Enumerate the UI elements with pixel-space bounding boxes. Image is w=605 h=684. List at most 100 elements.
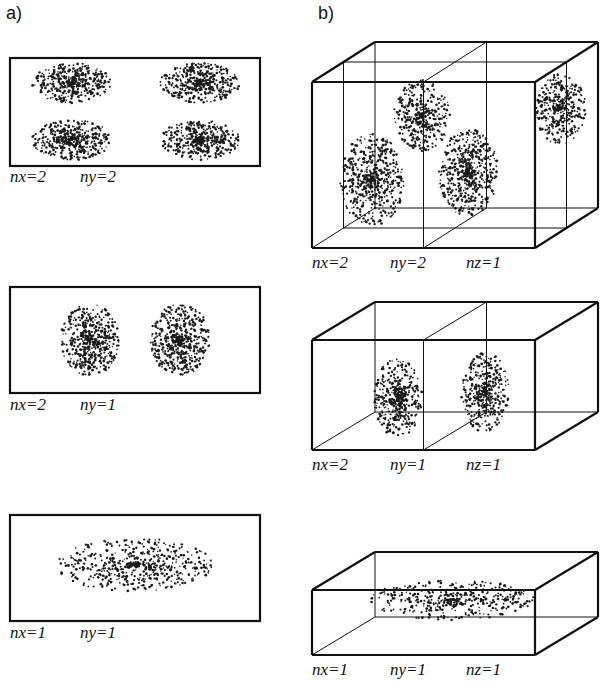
box-edge (312, 617, 375, 655)
stipple-dot (59, 77, 62, 80)
stipple-dot (60, 67, 62, 69)
stipple-dot (174, 131, 177, 134)
stipple-dot (94, 345, 96, 347)
stipple-dot (200, 93, 202, 95)
stipple-dot (210, 76, 212, 78)
stipple-dot (54, 122, 57, 125)
stipple-dot (61, 75, 62, 76)
stipple-dot (76, 74, 78, 76)
stipple-dot (66, 133, 68, 135)
stipple-dot (165, 78, 167, 80)
stipple-dot (65, 77, 67, 79)
stipple-dot (171, 95, 173, 97)
stipple-dot (96, 80, 99, 83)
stipple-dot (176, 134, 178, 136)
stipple-dot (200, 156, 202, 158)
stipple-dot (191, 83, 193, 85)
stipple-dot (65, 156, 67, 158)
stipple-dot (78, 140, 80, 142)
stipple-dot (61, 94, 63, 96)
stipple-dot (58, 67, 61, 70)
stipple-dot (176, 146, 178, 148)
stipple-dot (71, 102, 74, 105)
stipple-dot (219, 90, 222, 93)
stipple-dot (56, 136, 58, 138)
stipple-dot (187, 148, 189, 150)
stipple-dot (79, 358, 81, 360)
stipple-dot (216, 149, 218, 151)
stipple-dot (87, 351, 89, 353)
stipple-dot (211, 130, 212, 131)
stipple-dot (47, 98, 49, 100)
stipple-dot (237, 85, 240, 88)
stipple-dot (170, 131, 173, 134)
stipple-dot (87, 121, 89, 123)
stipple-dot (55, 151, 57, 153)
stipple-dot (72, 85, 75, 88)
stipple-dot (176, 138, 178, 140)
stipple-dot (101, 73, 103, 75)
stipple-dot (70, 97, 72, 99)
stipple-dot (107, 343, 109, 345)
stipple-dot (165, 74, 166, 75)
stipple-dot (93, 140, 95, 142)
stipple-dot (201, 152, 203, 154)
stipple-dot (81, 85, 84, 88)
stipple-dot (73, 136, 76, 139)
stipple-dot (109, 346, 110, 347)
stipple-dot (187, 141, 189, 143)
stipple-dot (215, 147, 217, 149)
stipple-dot (70, 129, 73, 132)
stipple-dot (176, 74, 178, 76)
stipple-dot (179, 146, 182, 149)
stipple-dot (181, 154, 184, 157)
stipple-dot (99, 141, 102, 144)
stipple-dot (78, 148, 80, 150)
stipple-dot (175, 153, 177, 155)
stipple-dot (58, 65, 60, 67)
stipple-dot (40, 130, 43, 133)
stipple-dot (183, 90, 185, 92)
stipple-dot (214, 156, 216, 158)
stipple-dot (177, 151, 179, 153)
stipple-dot (76, 328, 78, 330)
stipple-dot (227, 82, 229, 84)
stipple-dot (187, 92, 190, 95)
stipple-dot (197, 78, 199, 80)
stipple-dot (107, 81, 110, 84)
stipple-dot (203, 77, 205, 79)
stipple-dot (77, 143, 79, 145)
stipple-dot (96, 322, 99, 325)
stipple-dot (108, 142, 111, 145)
stipple-dot (164, 141, 165, 142)
stipple-dot (74, 91, 76, 93)
stipple-dot (186, 74, 188, 76)
stipple-dot (222, 77, 224, 79)
stipple-dot (50, 153, 52, 155)
stipple-dot (66, 100, 68, 102)
stipple-dot (173, 74, 176, 77)
stipple-dot (100, 145, 102, 147)
stipple-dot (56, 129, 59, 132)
stipple-dot (96, 68, 98, 70)
stipple-dot (173, 92, 176, 95)
stipple-dot (107, 321, 109, 323)
stipple-dot (77, 122, 80, 125)
stipple-dot (108, 353, 109, 354)
stipple-dot (81, 81, 83, 83)
stipple-dot (193, 63, 195, 65)
stipple-dot (229, 76, 231, 78)
stipple-dot (54, 88, 55, 89)
stipple-dot (72, 78, 74, 80)
stipple-dot (52, 93, 54, 95)
stipple-dot (50, 129, 52, 131)
stipple-dot (202, 133, 203, 134)
stipple-dot (34, 138, 36, 140)
stipple-dot (82, 129, 84, 131)
stipple-dot (234, 74, 236, 76)
stipple-dot (56, 147, 58, 149)
box-edge (535, 302, 598, 340)
stipple-dot (76, 86, 78, 88)
stipple-dot (77, 135, 79, 137)
stipple-dot (220, 67, 222, 69)
